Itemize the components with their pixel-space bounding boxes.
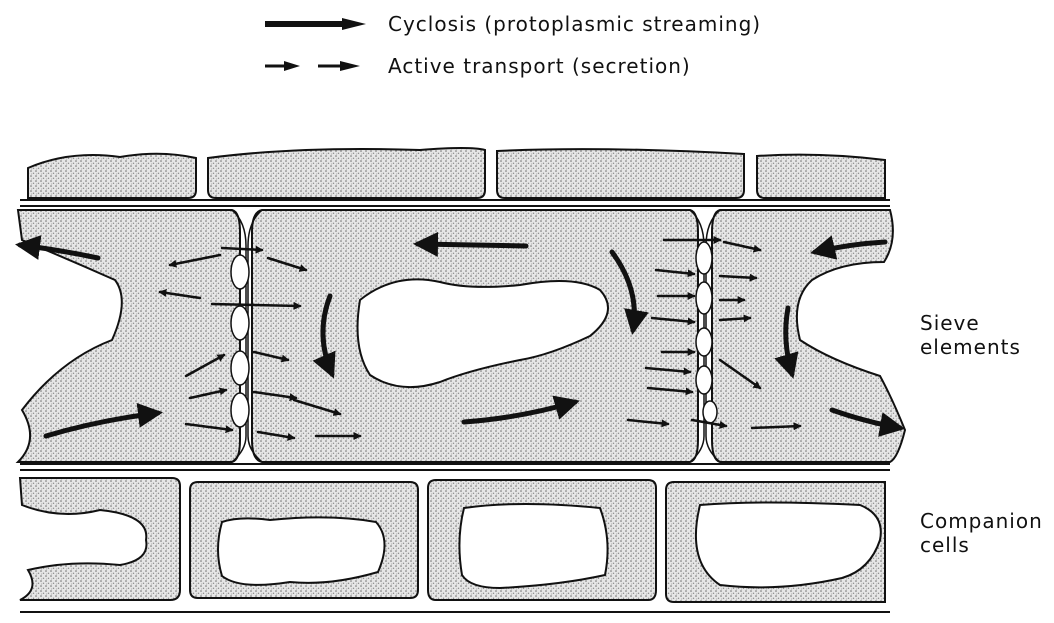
svg-text:Sieve: Sieve xyxy=(920,311,980,335)
sieve-elements-label: Sieve elements xyxy=(920,311,1021,359)
cyclosis-arrow xyxy=(418,244,526,246)
svg-text:cells: cells xyxy=(920,533,970,557)
sieve-element-row xyxy=(18,210,905,470)
legend: Cyclosis (protoplasmic streaming) Active… xyxy=(265,12,761,78)
legend-cyclosis-arrow xyxy=(265,18,366,30)
legend-cyclosis-label: Cyclosis (protoplasmic streaming) xyxy=(388,12,761,36)
svg-text:elements: elements xyxy=(920,335,1021,359)
top-cell-row xyxy=(20,148,890,206)
svg-text:Companion: Companion xyxy=(920,509,1043,533)
legend-active-transport-arrow xyxy=(265,61,360,71)
legend-active-transport-label: Active transport (secretion) xyxy=(388,54,691,78)
companion-cells-label: Companion cells xyxy=(920,509,1043,557)
companion-cell-row xyxy=(20,478,890,612)
